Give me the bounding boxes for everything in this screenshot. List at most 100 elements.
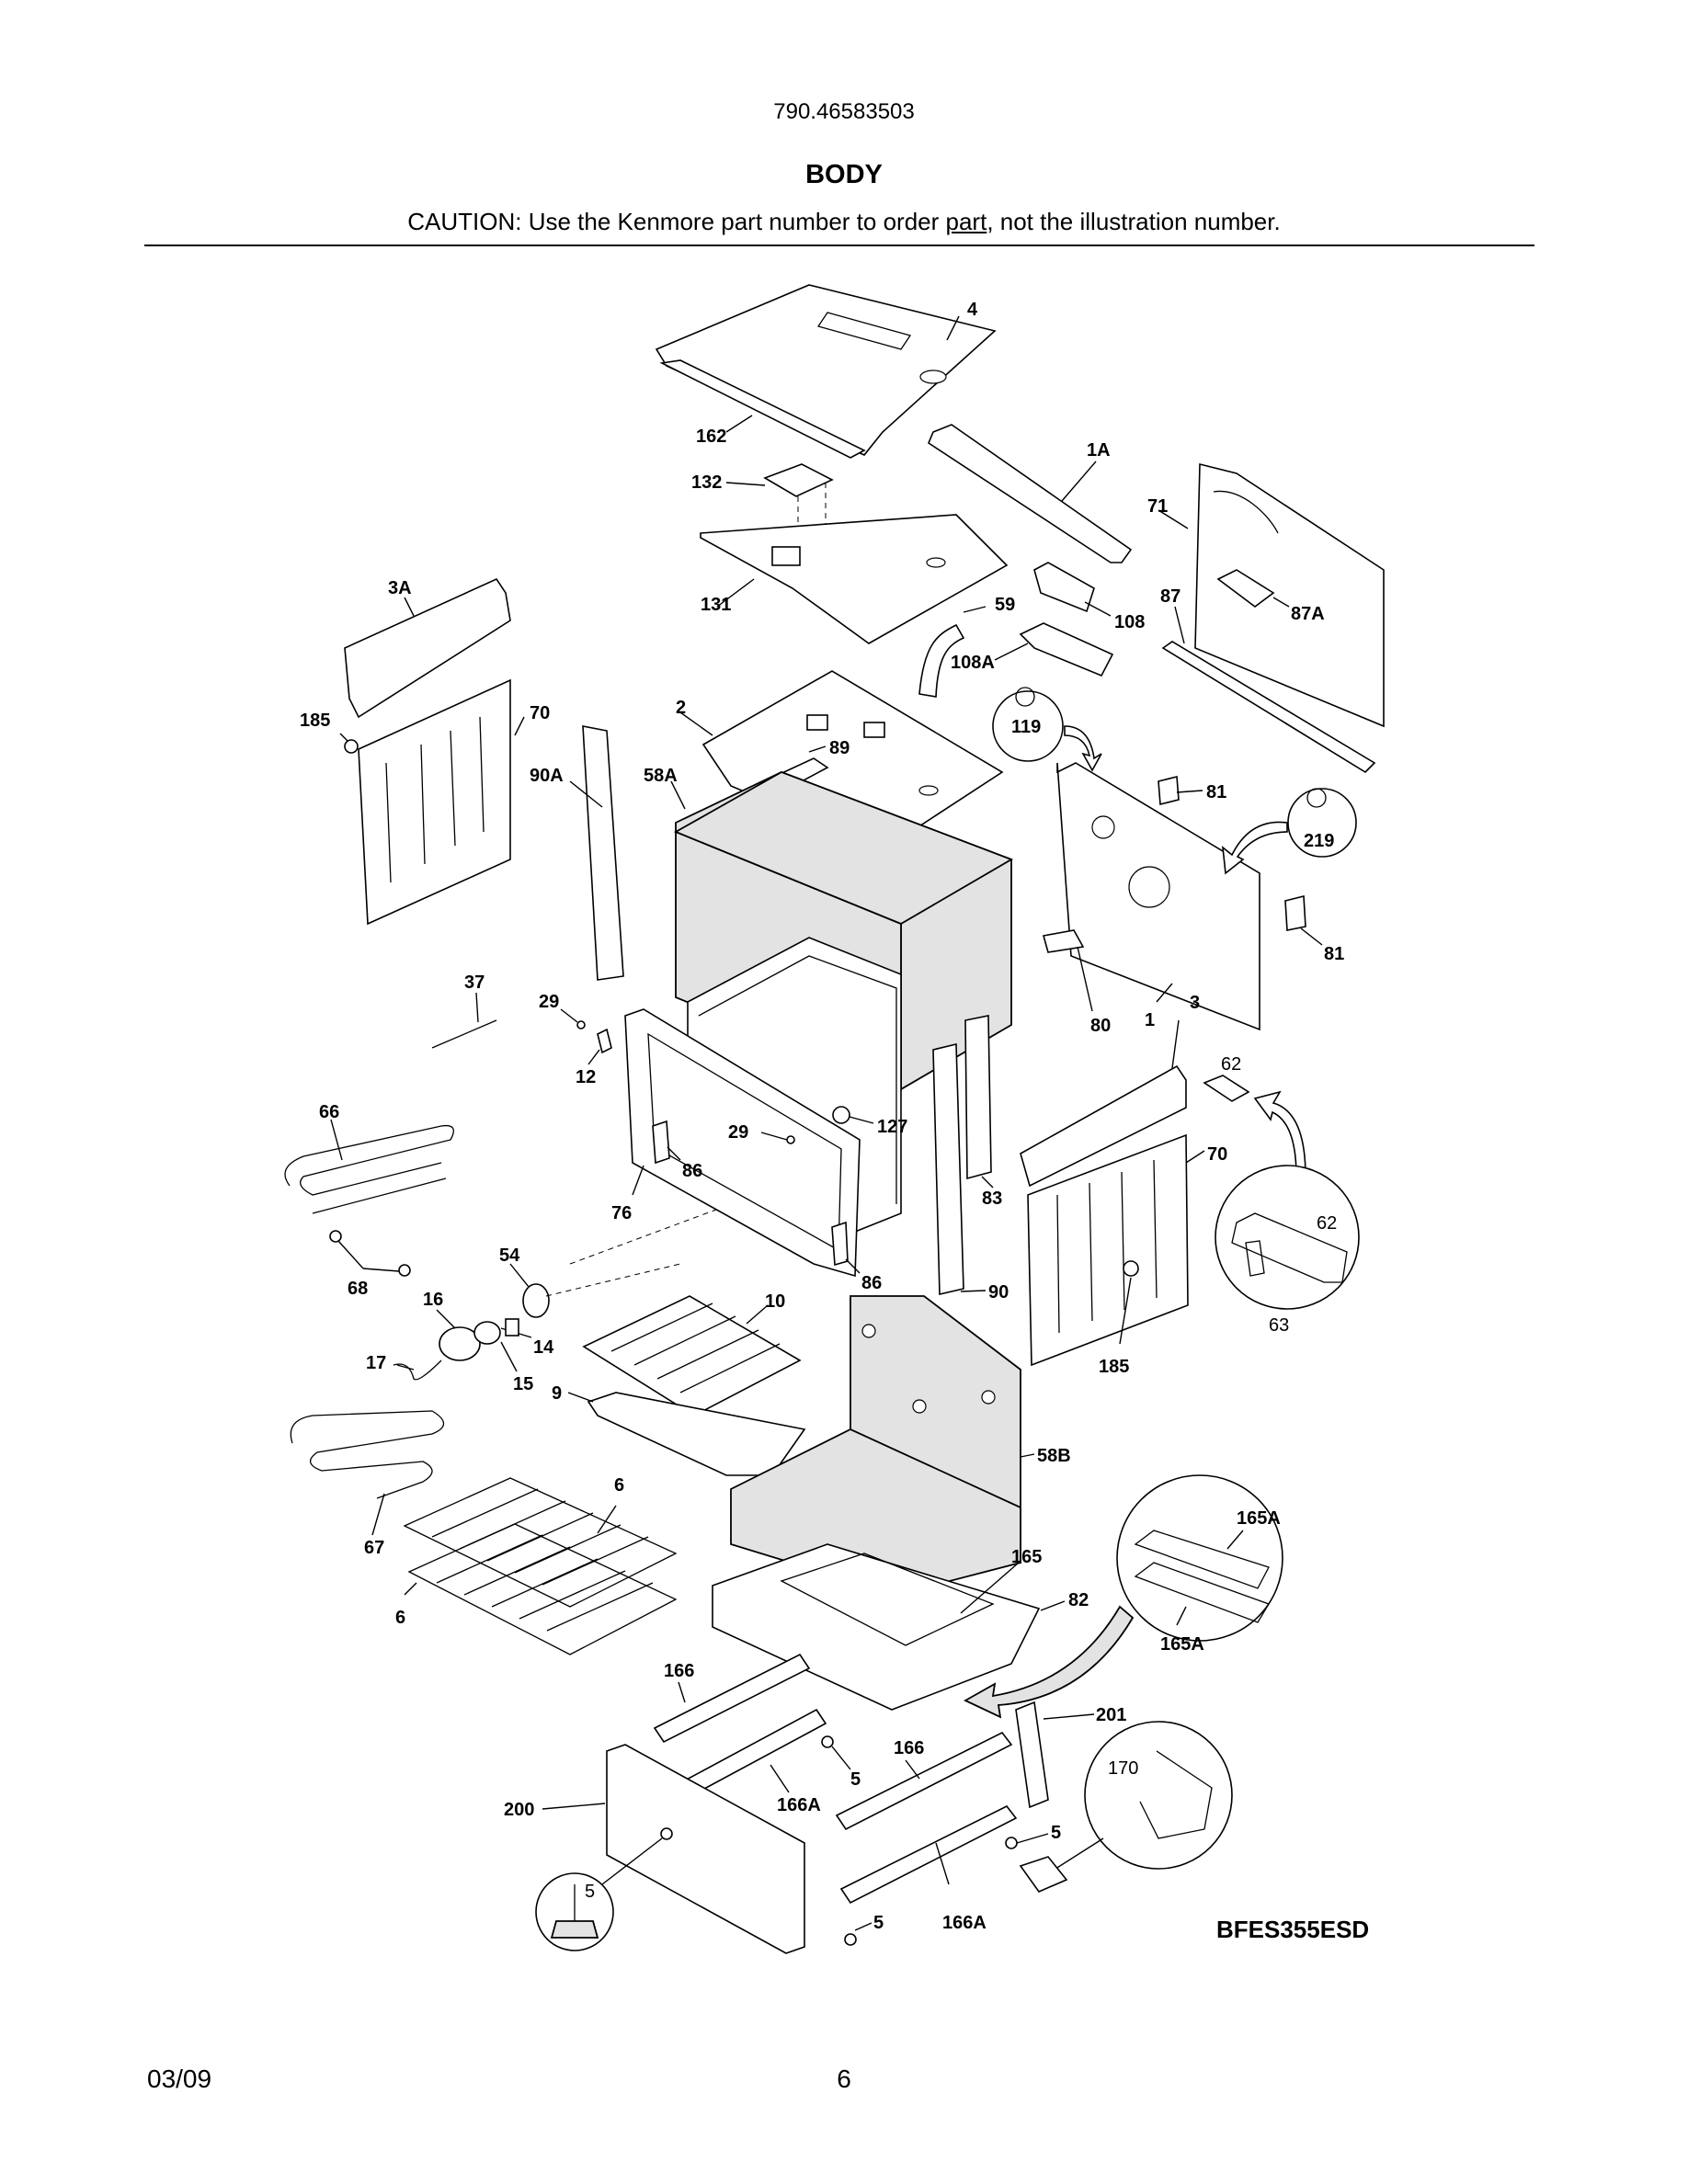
callout-67: 67 [364,1538,384,1558]
header-rule [144,245,1534,246]
callout-29-lower: 29 [728,1122,748,1143]
callout-59: 59 [995,595,1015,615]
part-87A-bracket [1216,569,1290,608]
part-83-strip [964,1015,994,1189]
part-86-hinge-right [831,1221,861,1274]
callout-4: 4 [967,300,978,320]
part-1A-rail [928,424,1133,563]
callout-5-a: 5 [850,1769,861,1790]
callout-71: 71 [1147,496,1168,517]
callout-68: 68 [348,1279,368,1299]
part-71-side-panel [1158,462,1385,728]
callout-29-upper: 29 [539,992,559,1012]
callout-1A: 1A [1087,440,1111,461]
callout-3A: 3A [388,578,412,598]
callout-108A: 108A [951,653,995,673]
callout-10: 10 [765,1291,785,1312]
drawing-code: BFES355ESD [1216,1916,1369,1943]
callout-86-right: 86 [861,1273,882,1293]
caution-note: CAUTION: Use the Kenmore part number to … [0,208,1688,236]
part-131-panel [700,514,1009,644]
callout-58B: 58B [1037,1446,1071,1466]
callout-108: 108 [1114,612,1145,632]
part-165A-detail-circle [1116,1474,1283,1642]
callout-119: 119 [1011,717,1041,737]
callout-86-left: 86 [682,1161,702,1181]
part-1-back-panel [1056,762,1260,1031]
callout-90A: 90A [530,766,564,786]
callout-166-left: 166 [664,1661,694,1681]
callout-89: 89 [829,738,850,758]
callout-58A: 58A [644,766,678,786]
part-108A-bracket [994,622,1114,677]
callout-70-right: 70 [1207,1144,1227,1165]
part-10-broil-grid [582,1295,802,1416]
part-67-bake-element [290,1410,445,1536]
arrow-165A-callout [964,1605,1135,1719]
callout-17: 17 [366,1353,386,1373]
part-185-grommet-left [339,733,359,754]
callout-162: 162 [696,427,726,447]
callout-2: 2 [676,698,686,718]
callout-166-right: 166 [894,1738,924,1758]
part-81-bracket-upper [1158,775,1203,806]
arrow-62-callout [1253,1090,1306,1177]
callout-132: 132 [691,472,722,493]
part-185-grommet-right [1119,1260,1139,1345]
callout-185-right: 185 [1099,1357,1129,1377]
callout-62-upper: 62 [1221,1054,1241,1075]
callout-219: 219 [1304,831,1334,851]
part-86-hinge-left [652,1120,681,1165]
callout-165A-lower: 165A [1160,1634,1204,1655]
callout-6-upper: 6 [614,1475,624,1496]
part-3A-rail [344,577,511,719]
part-90A-strip [569,725,624,981]
part-29-screw-lower [760,1132,795,1144]
part-87-rail [1161,606,1376,774]
callout-80: 80 [1090,1016,1111,1036]
callout-15: 15 [513,1374,533,1394]
part-62-block [1203,1075,1250,1102]
callout-5-c: 5 [1051,1823,1061,1843]
part-14-bulb [473,1321,532,1345]
part-62-63-detail-circle [1215,1165,1360,1310]
part-16-bulb-cover [436,1309,481,1361]
callout-127: 127 [877,1117,907,1137]
part-68-bracket [329,1230,411,1277]
part-80-bracket [1042,929,1093,1012]
part-166-slide-left [653,1653,811,1744]
callout-165: 165 [1011,1547,1042,1567]
callout-14: 14 [533,1337,554,1358]
part-166-slide-right [835,1731,1013,1831]
part-foot-bracket [1019,1856,1068,1893]
callout-76: 76 [611,1203,632,1223]
part-82-base-frame [712,1543,1066,1711]
part-54-lens [509,1263,550,1318]
part-37-sensor [431,992,497,1049]
callout-170: 170 [1108,1758,1138,1779]
part-108-switch [1033,562,1112,617]
callout-66: 66 [319,1102,339,1122]
callout-63: 63 [1269,1315,1289,1336]
part-66-broil-element [284,1119,454,1214]
callout-87: 87 [1160,586,1180,607]
part-90-strip [932,1042,987,1295]
callout-81-lower: 81 [1324,944,1344,964]
callout-82: 82 [1068,1590,1089,1610]
callout-37: 37 [464,973,485,993]
part-5-leveler-d [844,1922,873,1946]
callout-16: 16 [423,1290,443,1310]
footer-page-number: 6 [837,2065,851,2093]
part-200-drawer-front [542,1744,805,1954]
part-166A-slide-right [839,1804,1018,1905]
part-3-rail [1020,1019,1187,1188]
callout-1: 1 [1145,1010,1155,1030]
part-162-rail [659,359,866,459]
part-165-plate [960,1562,1020,1614]
callout-165A-upper: 165A [1237,1508,1281,1529]
part-81-bracket-lower [1284,894,1323,946]
caution-text-prefix: CAUTION: Use the Kenmore part number to … [407,208,946,235]
part-170-detail-circle [1052,1721,1233,1871]
part-5-leveler-a [821,1735,851,1770]
